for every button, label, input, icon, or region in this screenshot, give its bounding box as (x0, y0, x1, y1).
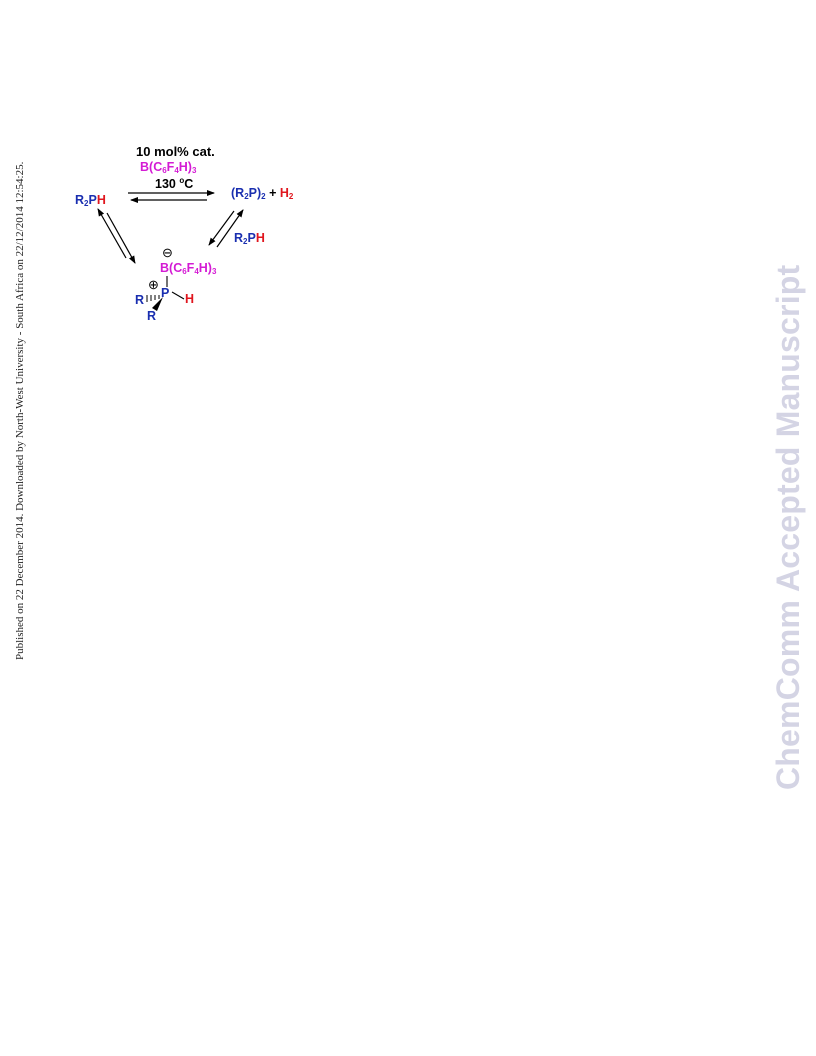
adduct-hydrogen: H (185, 292, 195, 306)
product-diphosphine-hydrogen: (R2P)2 + H2 (231, 186, 294, 201)
reaction-temperature: 130 oC (155, 176, 194, 191)
adduct-phosphorus: P (161, 286, 170, 300)
bold-wedge-bond (152, 297, 163, 311)
catalyst-loading: 10 mol% cat. (136, 144, 215, 159)
reactant-phosphine: R2PH (75, 193, 106, 208)
left-arrow-up (97, 208, 127, 259)
negative-charge-icon: ⊖ (162, 245, 173, 260)
side-reagent-phosphine: R2PH (234, 231, 265, 246)
p-h-bond (171, 291, 185, 300)
positive-charge-icon: ⊕ (148, 277, 159, 292)
right-arrow-down (208, 210, 235, 246)
adduct-borane: B(C6F4H)3 (160, 261, 217, 276)
right-arrow-up (216, 209, 244, 248)
catalyst-borane: B(C6F4H)3 (140, 160, 197, 175)
left-arrow-down (106, 212, 136, 264)
adduct-r-wedged: R (147, 309, 157, 323)
hashed-wedge-bond (146, 295, 160, 302)
adduct-r-hashed: R (135, 293, 145, 307)
